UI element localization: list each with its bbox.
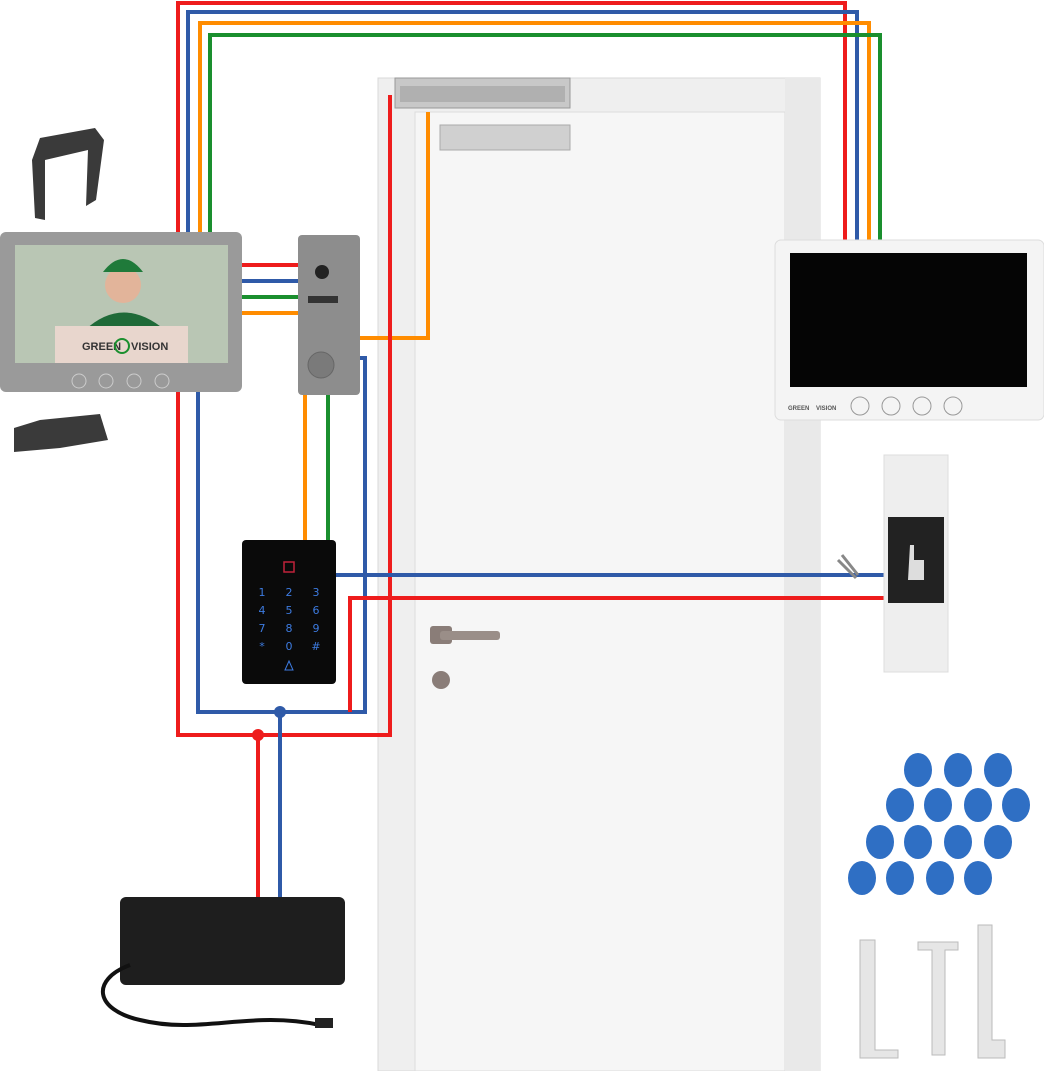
logo-text-green-2: GREEN (788, 406, 809, 412)
indoor-monitor-white: GREEN VISION (774, 239, 1044, 421)
wire-green-top (208, 33, 882, 240)
bell-icon (284, 659, 294, 671)
wall-bracket (14, 414, 108, 452)
key-6: 6 (313, 604, 320, 617)
rfid-key-fobs (848, 753, 1030, 895)
logo-text-green: GREEN (82, 341, 121, 353)
key-star: * (259, 640, 265, 653)
indoor-monitor-gray: GREEN VISION (0, 232, 242, 392)
power-adapter (100, 897, 345, 1028)
logo-text-vision: VISION (131, 341, 168, 353)
lock-brackets (859, 924, 1006, 1059)
wire-blue-top (186, 10, 859, 240)
wires (176, 1, 885, 900)
key-9: 9 (313, 622, 320, 635)
key-1: 1 (259, 586, 266, 599)
logo-icon (114, 338, 130, 354)
outdoor-call-panel (298, 235, 360, 395)
key-hash: # (311, 640, 320, 653)
monitor-bracket (32, 128, 104, 220)
exit-button (836, 454, 949, 673)
key-4: 4 (259, 604, 266, 617)
key-7: 7 (259, 622, 266, 635)
key-2: 2 (286, 586, 293, 599)
hand-icon (908, 545, 924, 580)
key-5: 5 (286, 604, 293, 617)
key-8: 8 (286, 622, 293, 635)
key-0: 0 (286, 640, 293, 653)
door-handle (430, 626, 500, 689)
logo-text-vision-2: VISION (816, 406, 836, 412)
key-3: 3 (313, 586, 320, 599)
magnetic-lock (394, 77, 571, 151)
wire-orange-top (198, 21, 871, 240)
rfid-keypad: 1 2 3 4 5 6 7 8 9 * 0 # (242, 540, 336, 684)
wire-red-top (176, 1, 847, 392)
